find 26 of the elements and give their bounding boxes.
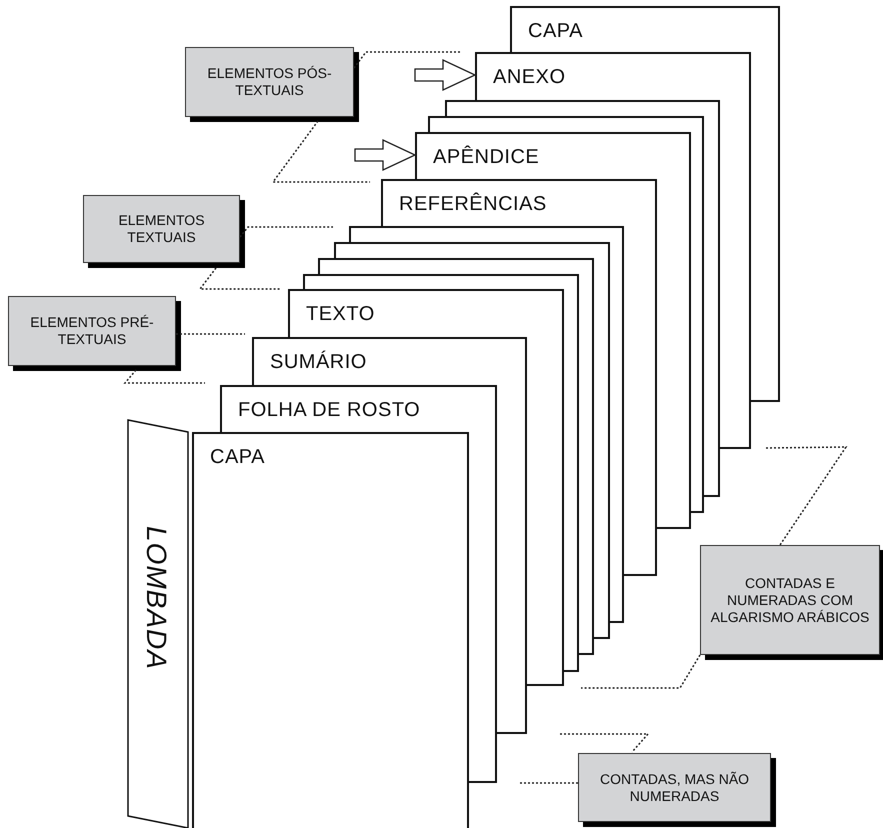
page-title: REFERÊNCIAS [399, 193, 547, 216]
page-sheet [220, 385, 497, 434]
callout-text: ELEMENTOS PRÉ-TEXTUAIS [29, 314, 155, 348]
page-sheet [252, 337, 527, 387]
page-title: TEXTO [306, 303, 375, 326]
page-sheet [415, 132, 691, 181]
block-arrow [354, 138, 417, 172]
page-sheet [381, 179, 657, 228]
page-title: CAPA [210, 446, 265, 469]
callout-text: CONTADAS, MAS NÃO NUMERADAS [598, 770, 750, 804]
page-title: CAPA [528, 20, 583, 43]
page-title: FOLHA DE ROSTO [238, 399, 420, 422]
page-sheet [510, 6, 780, 54]
callout-text: ELEMENTOS PÓS-TEXTUAIS [206, 65, 333, 99]
callout-text: ELEMENTOS TEXTUAIS [117, 212, 206, 246]
callout-text: CONTADAS E NUMERADAS COM ALGARISMO ARÁBICOS [710, 574, 870, 626]
page-sheet [288, 289, 564, 339]
page-title: APÊNDICE [433, 146, 540, 169]
spine-label: LOMBADA [140, 526, 172, 670]
page-sheet [475, 52, 751, 102]
page-title: SUMÁRIO [270, 351, 367, 374]
page-title: ANEXO [493, 66, 566, 89]
page-sheet [192, 432, 469, 828]
block-arrow [414, 58, 477, 92]
blank-page-sheet [334, 242, 610, 260]
blank-page-sheet [445, 100, 720, 118]
